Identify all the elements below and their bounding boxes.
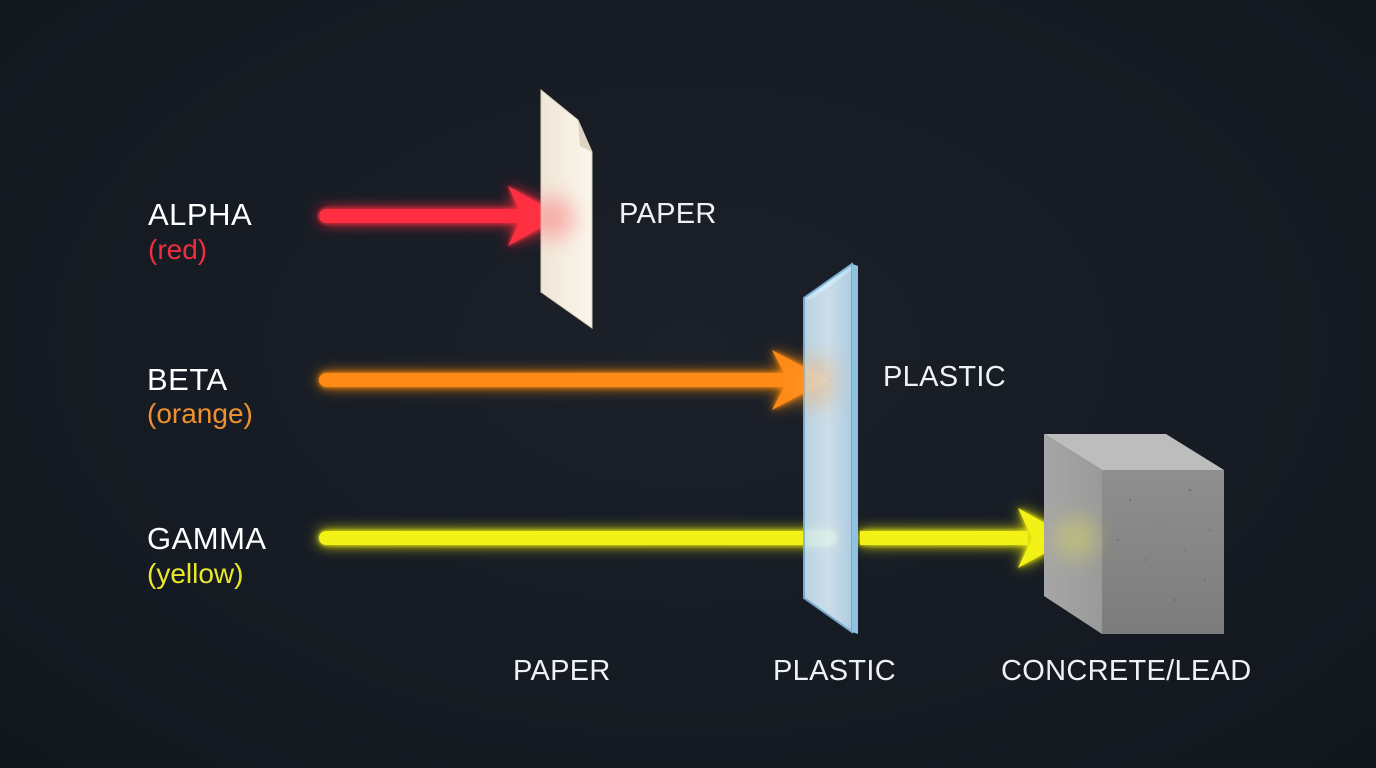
gamma-color-label: (yellow) xyxy=(147,558,244,589)
paper-sheet xyxy=(530,88,593,329)
concrete-lead-bottom-label: CONCRETE/LEAD xyxy=(1001,655,1252,687)
beta-color-label: (orange) xyxy=(147,398,253,429)
alpha-label: ALPHA xyxy=(148,197,253,232)
alpha-ray-arrow xyxy=(319,186,562,246)
gamma-ray-arrow xyxy=(319,508,1072,568)
concrete-lead-block xyxy=(1044,434,1224,634)
alpha-color-label: (red) xyxy=(148,234,208,265)
plastic-bottom-label: PLASTIC xyxy=(773,655,896,687)
plastic-plate xyxy=(792,262,858,634)
beta-label: BETA xyxy=(147,362,228,397)
plastic-side-label: PLASTIC xyxy=(883,361,1006,393)
paper-bottom-label: PAPER xyxy=(513,655,611,687)
beta-ray-arrow xyxy=(319,350,828,410)
gamma-label: GAMMA xyxy=(147,521,267,556)
paper-side-label: PAPER xyxy=(619,198,717,230)
